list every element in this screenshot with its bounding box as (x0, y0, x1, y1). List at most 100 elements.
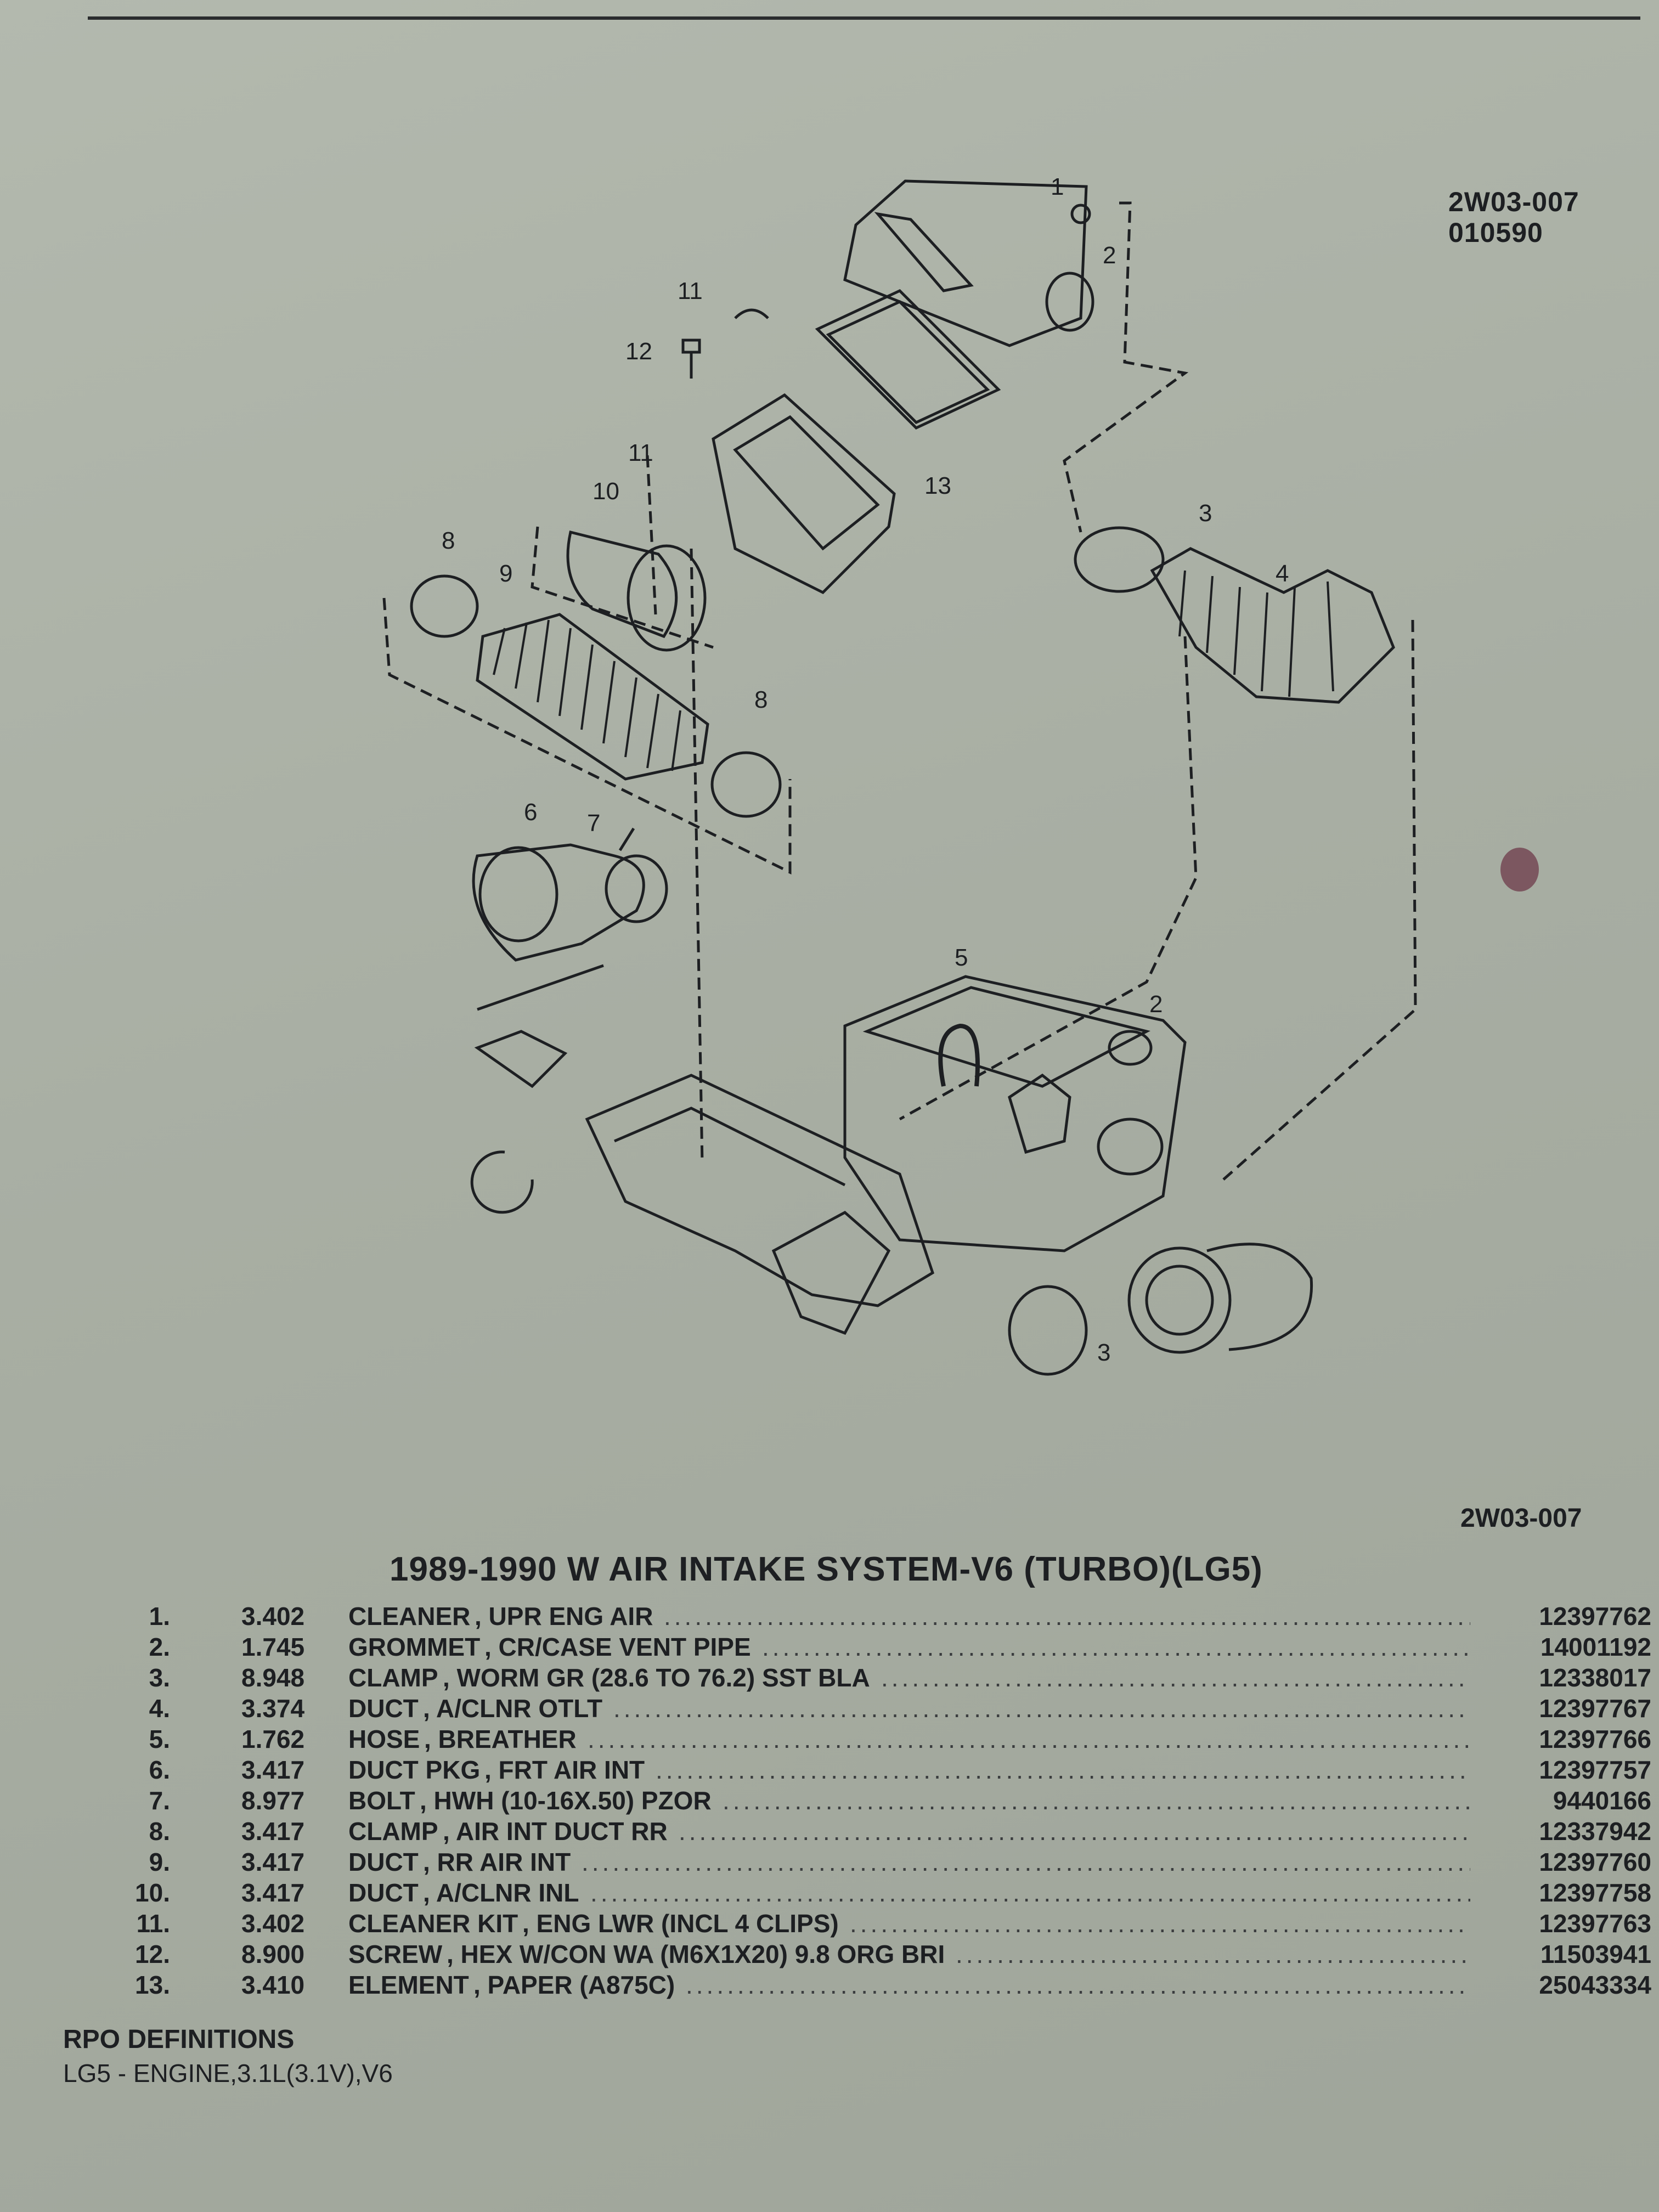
part-description: , A/CLNR OTLT (423, 1694, 603, 1723)
rpo-heading: RPO DEFINITIONS (63, 2025, 295, 2054)
figure-code: 2W03-007 (1448, 187, 1579, 217)
leader-dots: ........................................… (679, 1817, 1470, 1846)
callout-9: 9 (499, 560, 512, 587)
part-code: 3.402 (241, 1602, 305, 1630)
parts-row: 1. 3.402 CLEANER..........................… (110, 1601, 1651, 1632)
callout-5: 5 (955, 944, 968, 971)
callout-10: 10 (592, 478, 619, 505)
lower-worm-clamp (1008, 1285, 1088, 1376)
cleaner-inlet-duct (566, 530, 678, 639)
part-description: , HWH (10-16X.50) PZOR (420, 1786, 712, 1815)
part-name: CLEANER (348, 1602, 471, 1630)
callout-2-bottom: 2 (1149, 991, 1163, 1018)
part-number-index: 12. (135, 1940, 170, 1968)
part-number-index: 11. (136, 1909, 170, 1938)
leader-dots: ........................................… (686, 1971, 1470, 1999)
turbo-inlet (1127, 1246, 1232, 1354)
part-number-index: 1. (149, 1602, 170, 1630)
part-number: 9440166 (1553, 1786, 1651, 1815)
leader-dots: ........................................… (850, 1909, 1470, 1938)
ink-stain (1500, 848, 1539, 891)
part-number: 12337942 (1539, 1817, 1651, 1846)
part-name: HOSE (348, 1725, 420, 1753)
breather-hose (938, 1023, 980, 1087)
part-number: 12397763 (1539, 1909, 1651, 1938)
part-number: 25043334 (1539, 1971, 1651, 1999)
callout-8-right: 8 (754, 686, 768, 713)
callout-3-top: 3 (1199, 500, 1212, 527)
part-number-index: 8. (149, 1817, 170, 1846)
leader-dots: ........................................… (664, 1602, 1470, 1630)
part-description: , PAPER (A875C) (473, 1971, 675, 1999)
part-name: BOLT (348, 1786, 415, 1815)
part-number: 11503941 (1540, 1940, 1651, 1968)
rear-intake-duct (476, 613, 709, 781)
figure-reference: 2W03-007 (1460, 1504, 1582, 1533)
part-number-index: 7. (149, 1786, 170, 1815)
callout-12: 12 (625, 338, 652, 365)
part-code: 3.402 (241, 1909, 305, 1938)
top-rule (88, 16, 1640, 20)
callout-13: 13 (924, 472, 951, 499)
rpo-definition: LG5 - ENGINE,3.1L(3.1V),V6 (63, 2059, 393, 2087)
parts-row: 4. 3.374 DUCT.............................… (110, 1693, 1651, 1724)
part-code: 3.374 (241, 1694, 305, 1723)
part-number-index: 10. (135, 1878, 170, 1907)
leader-dots: ........................................… (613, 1694, 1470, 1723)
leader-dots: ........................................… (588, 1725, 1470, 1753)
part-description: , ENG LWR (INCL 4 CLIPS) (522, 1909, 839, 1938)
figure-date: 010590 (1448, 217, 1543, 248)
callout-11-top: 11 (678, 278, 703, 304)
part-name: CLAMP (348, 1817, 438, 1846)
part-code: 3.417 (241, 1817, 305, 1846)
part-description: , UPR ENG AIR (475, 1602, 653, 1630)
parts-row: 11. 3.402 CLEANER KIT.....................… (110, 1908, 1651, 1939)
parts-row: 5. 1.762 HOSE.............................… (110, 1724, 1651, 1754)
part-description: , AIR INT DUCT RR (443, 1817, 668, 1846)
callout-3-bottom: 3 (1097, 1339, 1110, 1366)
clamp-left (410, 574, 479, 638)
callout-8-left: 8 (442, 527, 455, 554)
cleaner-outlet-duct (1150, 547, 1395, 704)
part-name: CLEANER KIT (348, 1909, 518, 1938)
callout-4: 4 (1276, 560, 1289, 587)
callout-11-mid: 11 (628, 439, 653, 466)
part-name: DUCT (348, 1848, 419, 1876)
front-intake-duct (472, 843, 645, 962)
part-name: DUCT PKG (348, 1756, 481, 1784)
part-number: 12397757 (1539, 1756, 1651, 1784)
intake-manifold (585, 1074, 935, 1307)
part-description: , CR/CASE VENT PIPE (484, 1633, 751, 1661)
part-code: 3.410 (241, 1971, 305, 1999)
upper-worm-clamp (1074, 526, 1165, 593)
part-description: , RR AIR INT (423, 1848, 571, 1876)
part-description: , BREATHER (424, 1725, 577, 1753)
part-description: , FRT AIR INT (484, 1756, 645, 1784)
part-name: SCREW (348, 1940, 443, 1968)
part-number-index: 4. (149, 1694, 170, 1723)
intake-plenum (843, 975, 1187, 1252)
part-code: 1.762 (241, 1725, 305, 1753)
lower-air-cleaner (712, 393, 896, 595)
page-title: 1989-1990 W AIR INTAKE SYSTEM-V6 (TURBO)… (390, 1550, 1263, 1588)
exploded-parts-diagram: 1 2 11 12 13 11 10 3 8 9 4 8 6 7 5 2 3 (351, 154, 1476, 1404)
leader-dots: ........................................… (956, 1940, 1470, 1968)
part-number-index: 5. (149, 1725, 170, 1753)
part-number: 12338017 (1539, 1663, 1651, 1692)
part-number: 12397766 (1539, 1725, 1651, 1753)
part-name: GROMMET (348, 1633, 481, 1661)
part-name: DUCT (348, 1878, 419, 1907)
leader-dots: ........................................… (762, 1633, 1470, 1661)
part-name: DUCT (348, 1694, 419, 1723)
part-name: ELEMENT (348, 1971, 469, 1999)
leader-dots: ........................................… (723, 1786, 1470, 1815)
part-number-index: 9. (149, 1848, 170, 1876)
part-number: 12397760 (1539, 1848, 1651, 1876)
